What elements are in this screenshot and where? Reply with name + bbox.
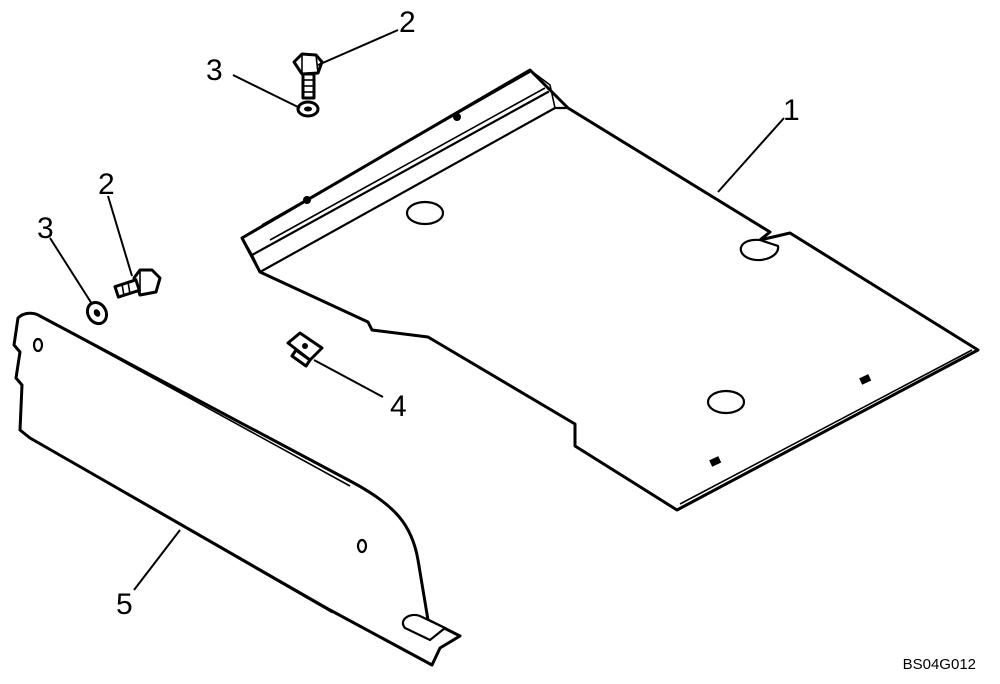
part-2-bolt-left	[113, 268, 162, 299]
part-1-floor-plate	[240, 68, 980, 512]
part-3-washer-top	[296, 100, 320, 118]
callout-1: 1	[783, 94, 800, 127]
callout-3-left: 3	[37, 212, 54, 245]
part-5-side-shield	[12, 311, 462, 667]
part-3-washer-left	[85, 300, 109, 326]
callout-4: 4	[390, 390, 407, 423]
leader-lines	[49, 29, 785, 591]
figure-reference-code: BS04G012	[903, 656, 976, 673]
callout-5: 5	[116, 588, 133, 621]
callout-2-left: 2	[98, 168, 115, 201]
callout-3-top: 3	[206, 54, 223, 87]
part-4-clip-nut	[286, 331, 324, 368]
part-2-bolt-top	[292, 52, 324, 100]
callout-2-top: 2	[399, 6, 416, 39]
